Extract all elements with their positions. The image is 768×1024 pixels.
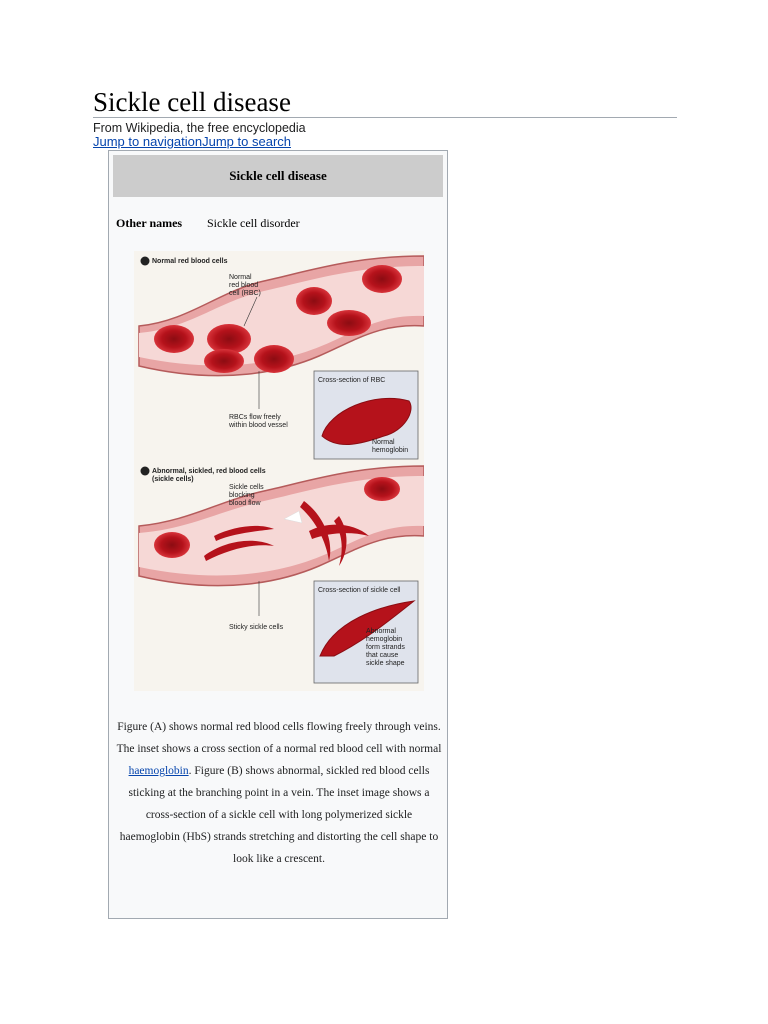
panel-b-badge <box>140 466 150 476</box>
inset-b-cell <box>319 600 416 657</box>
inset-a-cell <box>321 397 412 445</box>
inset-a-title: Cross-section of RBC <box>318 377 385 384</box>
flow-arrow <box>283 510 303 524</box>
figure-caption: Figure (A) shows normal red blood cells … <box>115 716 443 870</box>
rbc-cell <box>296 287 332 315</box>
sickle-cell <box>334 516 347 566</box>
infobox-header: Sickle cell disease <box>113 155 443 197</box>
label-rbc-flow: RBCs flow freely within blood vessel <box>228 414 288 429</box>
rbc-cell <box>207 324 251 354</box>
inset-a-label: Normal hemoglobin <box>372 439 408 454</box>
caption-text-1: Figure (A) shows normal red blood cells … <box>116 721 442 755</box>
rbc-cell <box>254 345 294 373</box>
jump-links: Jump to navigationJump to search <box>93 134 291 149</box>
sickle-cell <box>214 525 274 541</box>
haemoglobin-link[interactable]: haemoglobin <box>128 765 189 777</box>
panel-a: A Normal red blood cells Normal red bloo… <box>138 255 424 460</box>
panel-a-letter: A <box>142 259 147 266</box>
rbc-cell <box>364 477 400 501</box>
label-sticky-sickle: Sticky sickle cells <box>229 624 284 631</box>
vessel-b-lumen <box>139 476 424 576</box>
inset-b-label: Abnormal hemoglobin form strands that ca… <box>366 628 407 667</box>
rbc-cell <box>154 325 194 353</box>
jump-to-search-link[interactable]: Jump to search <box>202 134 291 149</box>
sickle-cell <box>309 524 369 539</box>
other-names-label: Other names <box>116 216 183 230</box>
caption-text-2: . Figure (B) shows abnormal, sickled red… <box>119 765 439 865</box>
panel-b: B Abnormal, sickled, red blood cells (si… <box>138 465 424 684</box>
rbc-cell <box>327 310 371 336</box>
sickle-cell <box>204 540 274 561</box>
label-sickle-blocking: Sickle cells blocking blood flow <box>229 484 266 507</box>
panel-a-title: Normal red blood cells <box>152 258 228 265</box>
title-divider <box>93 117 677 118</box>
jump-to-navigation-link[interactable]: Jump to navigation <box>93 134 203 149</box>
page-title: Sickle cell disease <box>93 87 291 117</box>
infobox-figure-image[interactable]: A Normal red blood cells Normal red bloo… <box>134 251 424 691</box>
panel-b-letter: B <box>142 469 147 476</box>
rbc-cell <box>154 532 190 558</box>
inset-b-title: Cross-section of sickle cell <box>318 587 401 594</box>
site-tagline: From Wikipedia, the free encyclopedia <box>93 121 306 135</box>
panel-b-title: Abnormal, sickled, red blood cells (sick… <box>152 468 268 483</box>
rbc-cell <box>204 349 244 373</box>
other-names-value: Sickle cell disorder <box>207 216 300 230</box>
panel-a-badge <box>140 256 150 266</box>
rbc-cell <box>362 265 402 293</box>
label-normal-rbc: Normal red blood cell (RBC) <box>229 274 261 297</box>
infobox: Sickle cell disease Other names Sickle c… <box>108 150 448 919</box>
